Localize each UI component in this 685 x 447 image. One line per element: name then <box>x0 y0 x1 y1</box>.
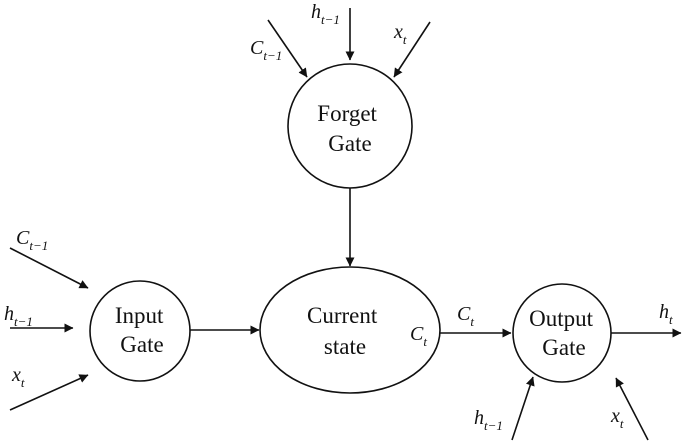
current-state-label: Current state <box>307 303 383 359</box>
forget-x-base: x <box>393 21 403 43</box>
input-gate-circle <box>89 280 191 382</box>
forget-h-prev-base: h <box>311 1 321 23</box>
forget-x-sub: t <box>403 32 407 47</box>
current-state-node: Current state <box>259 266 441 394</box>
state-c-sub: t <box>423 334 427 349</box>
output-gate-line1: Output <box>529 306 594 331</box>
output-gate-circle <box>512 283 612 383</box>
input-gate-node: Input Gate <box>89 280 191 382</box>
arrow-x-to-output-gate <box>615 377 649 441</box>
output-x-label: xt <box>610 405 624 431</box>
output-h-prev-label: ht−1 <box>474 407 503 433</box>
current-state-line2: state <box>324 334 366 359</box>
current-state-line1: Current <box>307 303 378 328</box>
arrow-x-to-input-gate <box>9 374 89 411</box>
input-h-prev-sub: t−1 <box>14 314 33 329</box>
forget-h-prev-sub: t−1 <box>321 12 340 27</box>
output-gate-label: Output Gate <box>529 306 599 360</box>
edge-c-sub: t <box>470 314 474 329</box>
input-c-prev-label: Ct−1 <box>16 227 48 253</box>
input-x-base: x <box>11 364 21 386</box>
output-gate-line2: Gate <box>542 335 585 360</box>
forget-h-prev-label: ht−1 <box>311 1 340 27</box>
state-c-base: C <box>410 323 424 345</box>
arrow-c-prev-to-input-gate <box>9 247 89 289</box>
output-h-base: h <box>659 301 669 323</box>
forget-gate-line1: Forget <box>317 101 377 126</box>
arrow-c-prev-to-forget-gate <box>267 19 308 78</box>
output-x-sub: t <box>620 416 624 431</box>
forget-c-prev-sub: t−1 <box>263 48 282 63</box>
output-x-base: x <box>610 405 620 427</box>
input-x-label: xt <box>11 364 25 390</box>
forget-gate-label: Forget Gate <box>317 101 382 156</box>
forget-c-prev-label: Ct−1 <box>250 37 282 63</box>
input-x-sub: t <box>21 375 25 390</box>
forget-gate-circle <box>287 63 413 189</box>
edge-c-base: C <box>457 303 471 325</box>
input-gate-line1: Input <box>115 303 164 328</box>
input-gate-line2: Gate <box>120 332 163 357</box>
input-c-prev-base: C <box>16 227 30 249</box>
output-h-prev-sub: t−1 <box>484 418 503 433</box>
input-h-prev-label: ht−1 <box>4 303 33 329</box>
input-h-prev-base: h <box>4 303 14 325</box>
input-c-prev-sub: t−1 <box>29 238 48 253</box>
forget-c-prev-base: C <box>250 37 264 59</box>
output-h-sub: t <box>669 312 673 327</box>
output-gate-node: Output Gate <box>512 283 612 383</box>
output-h-label: ht <box>659 301 673 327</box>
forget-x-label: xt <box>393 21 407 47</box>
input-gate-label: Input Gate <box>115 303 169 357</box>
current-state-ellipse <box>259 266 441 394</box>
output-h-prev-base: h <box>474 407 484 429</box>
edge-c-label: Ct <box>457 303 474 329</box>
arrow-x-to-forget-gate <box>393 21 431 78</box>
state-c-label: Ct <box>410 323 427 349</box>
forget-gate-line2: Gate <box>328 131 371 156</box>
forget-gate-node: Forget Gate <box>287 63 413 189</box>
arrow-h-prev-to-output-gate <box>511 376 535 441</box>
